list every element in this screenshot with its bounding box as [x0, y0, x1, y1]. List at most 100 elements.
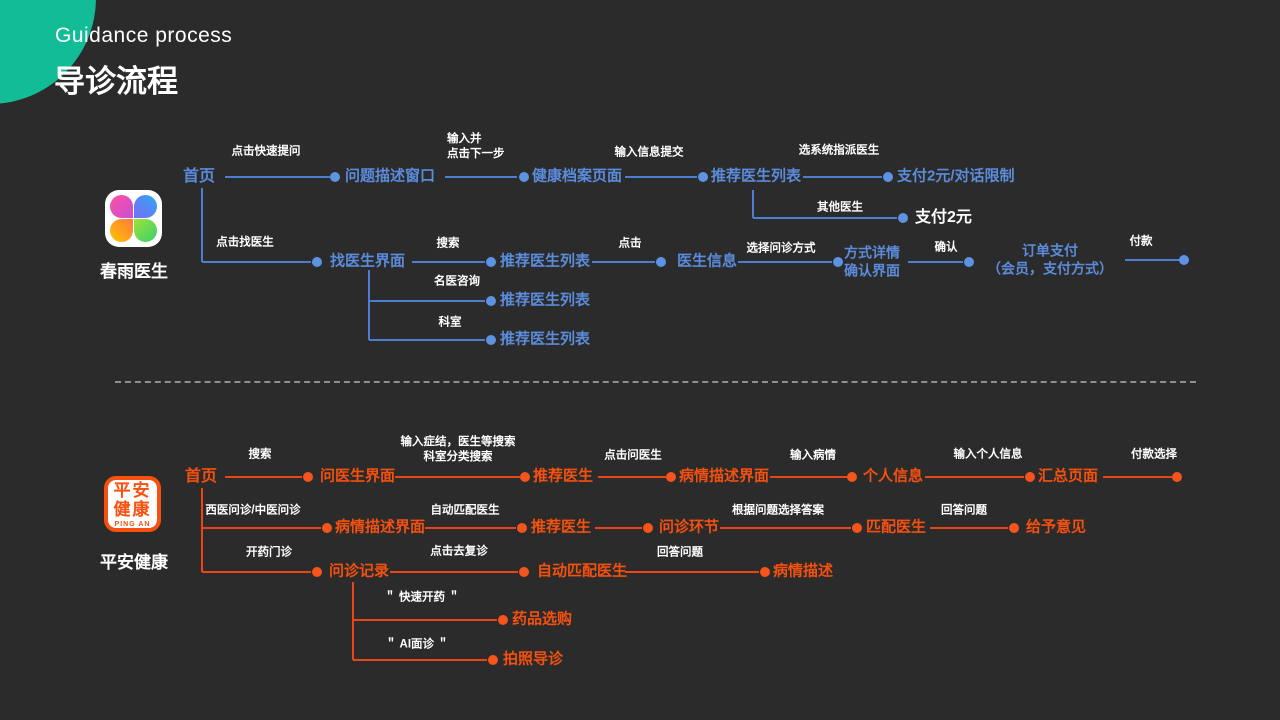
pingan-health-app-icon: 平安 健康 PING AN [104, 476, 161, 532]
connector-line [625, 176, 697, 178]
connector-dot [498, 615, 508, 625]
connector-line [592, 261, 655, 263]
edge-label: 科室 [438, 316, 462, 329]
connector-dot [643, 523, 653, 533]
flow-node: 病情描述界面 [335, 518, 426, 536]
edge-label: 选系统指派医生 [798, 144, 880, 157]
flow-node: 问医生界面 [320, 467, 396, 485]
connector-line [908, 261, 963, 263]
edge-label: 输入个人信息 [953, 448, 1023, 461]
connector-dot [852, 523, 862, 533]
connector-line [352, 582, 354, 660]
pingan-icon-inner: 平安 健康 PING AN [108, 480, 157, 528]
connector-line [720, 527, 851, 529]
edge-label: 输入症结，医生等搜索 科室分类搜索 [400, 436, 516, 463]
connector-line [368, 270, 370, 340]
connector-line [412, 261, 485, 263]
flow-node: 问诊记录 [329, 562, 390, 580]
edge-label: 西医问诊/中医问诊 [205, 504, 301, 517]
flow-node: 支付2元/对话限制 [897, 167, 1015, 185]
connector-dot [486, 335, 496, 345]
connector-line [1103, 476, 1172, 478]
connector-dot [1179, 255, 1189, 265]
flow-node: 问诊环节 [659, 518, 720, 536]
connector-dot [666, 472, 676, 482]
flow-node: 推荐医生 [531, 518, 592, 536]
connector-dot [486, 296, 496, 306]
flow-node: 推荐医生 [533, 467, 594, 485]
connector-dot [1172, 472, 1182, 482]
flow-node: 汇总页面 [1038, 467, 1099, 485]
connector-dot [833, 257, 843, 267]
edge-label: ＂ AI面诊 ＂ [385, 638, 449, 651]
chunyu-app-name: 春雨医生 [100, 262, 168, 281]
connector-line [770, 476, 847, 478]
edge-label: 其他医生 [817, 201, 863, 214]
edge-label: 确认 [934, 241, 958, 254]
flow-node: 药品选购 [512, 610, 573, 628]
flow-node: 个人信息 [863, 467, 924, 485]
pingan-icon-caption: PING AN [114, 520, 151, 528]
chunyu-doctor-app-icon [105, 190, 162, 247]
connector-line [803, 176, 882, 178]
connector-line [625, 571, 759, 573]
connector-line [598, 476, 666, 478]
edge-label: 点击去复诊 [430, 545, 488, 558]
flow-node: 推荐医生列表 [711, 167, 802, 185]
connector-line [225, 176, 330, 178]
flow-node: 首页 [185, 468, 218, 485]
connector-line [201, 488, 203, 572]
connector-dot [517, 523, 527, 533]
connector-line [925, 476, 1024, 478]
pingan-icon-text: 平安 [113, 480, 152, 500]
clover-petal-icon [110, 219, 133, 242]
connector-dot [519, 172, 529, 182]
flow-node: 问题描述窗口 [345, 167, 436, 185]
connector-dot [898, 213, 908, 223]
connector-dot [698, 172, 708, 182]
edge-label: 自动匹配医生 [430, 504, 500, 517]
connector-dot [847, 472, 857, 482]
connector-line [201, 188, 203, 262]
connector-line [202, 527, 321, 529]
connector-line [353, 619, 497, 621]
connector-line [369, 339, 485, 341]
page-title: 导诊流程 [54, 64, 178, 99]
connector-line [738, 261, 832, 263]
connector-line [1125, 259, 1180, 261]
connector-dot [1025, 472, 1035, 482]
connector-dot [883, 172, 893, 182]
edge-label: 搜索 [248, 448, 272, 461]
flow-node: 病情描述界面 [679, 467, 770, 485]
connector-line [202, 261, 311, 263]
connector-dot [656, 257, 666, 267]
connector-dot [330, 172, 340, 182]
pingan-app-name: 平安健康 [100, 553, 168, 572]
edge-label: 回答问题 [941, 504, 987, 517]
clover-petal-icon [134, 195, 157, 218]
edge-label: 输入信息提交 [614, 146, 684, 159]
flow-node: 医生信息 [677, 252, 738, 270]
edge-label: 点击找医生 [216, 236, 274, 249]
edge-label: 付款 [1129, 235, 1153, 248]
edge-label: ＂ 快速开药 ＂ [384, 591, 460, 604]
edge-label: 根据问题选择答案 [732, 504, 824, 517]
edge-label: 输入病情 [790, 449, 836, 462]
title-english: Guidance process [55, 24, 233, 47]
connector-dot [760, 567, 770, 577]
connector-dot [486, 257, 496, 267]
connector-line [353, 659, 487, 661]
connector-dot [1009, 523, 1019, 533]
edge-label: 搜索 [436, 237, 460, 250]
connector-line [930, 527, 1008, 529]
edge-label: 开药门诊 [246, 546, 292, 559]
edge-label: 回答问题 [657, 546, 703, 559]
flow-node: 推荐医生列表 [500, 252, 591, 270]
edge-label: 选择问诊方式 [746, 242, 816, 255]
connector-line [390, 571, 518, 573]
connector-dot [312, 257, 322, 267]
flow-node: 首页 [183, 168, 216, 185]
section-divider [115, 381, 1196, 383]
edge-label: 输入并 点击下一步 [447, 133, 505, 160]
